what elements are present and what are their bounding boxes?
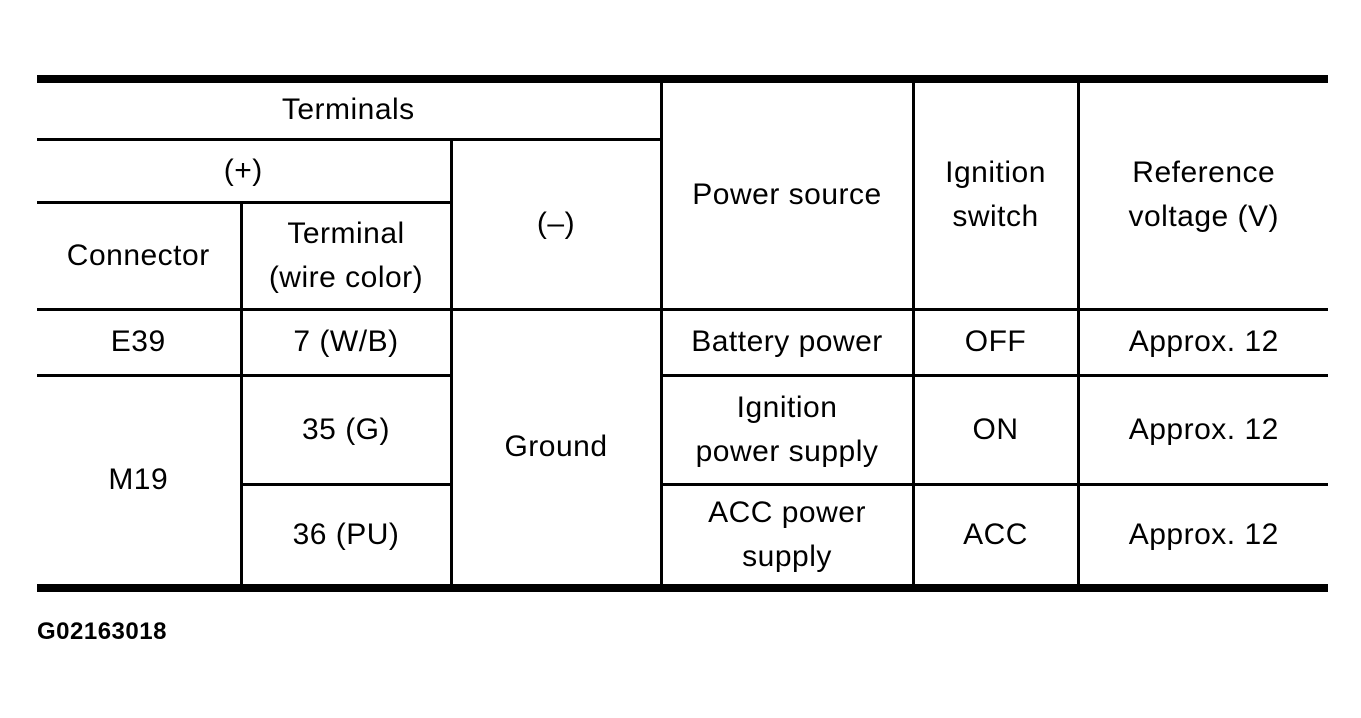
terminal-7-wb-cell: 7 (W/B) — [239, 307, 453, 377]
acc-power-supply-cell: ACC power supply — [659, 482, 915, 590]
voltage-ignition-cell: Approx. 12 — [1076, 373, 1329, 486]
table-row-battery-power: E39 7 (W/B) Ground Battery power OFF App… — [37, 307, 1329, 590]
header-row-terminals: Terminals Power source Ignition switch R… — [37, 77, 1329, 311]
terminals-header-cell: Terminals — [37, 77, 663, 141]
terminal-voltage-table: Terminals Power source Ignition switch R… — [37, 75, 1329, 592]
terminal-35-g-cell: 35 (G) — [239, 373, 453, 486]
ignition-off-cell: OFF — [911, 307, 1080, 377]
reference-voltage-header-cell: Reference voltage (V) — [1076, 77, 1329, 311]
header-row-polarity: (+) (–) — [37, 137, 1328, 311]
ignition-power-supply-cell: Ignition power supply — [659, 373, 915, 486]
battery-power-cell: Battery power — [659, 307, 915, 377]
plus-header-cell: (+) — [37, 137, 453, 204]
ignition-acc-cell: ACC — [911, 482, 1080, 590]
ground-cell: Ground — [449, 307, 663, 590]
terminal-36-pu-cell: 36 (PU) — [239, 482, 453, 590]
ignition-switch-header-cell: Ignition switch — [911, 77, 1080, 311]
connector-e39-cell: E39 — [37, 307, 243, 377]
ignition-on-cell: ON — [911, 373, 1080, 486]
figure-id-label: G02163018 — [37, 618, 167, 645]
voltage-acc-cell: Approx. 12 — [1076, 482, 1329, 590]
connector-m19-cell: M19 — [37, 373, 243, 590]
voltage-battery-cell: Approx. 12 — [1076, 307, 1329, 377]
connector-header-cell: Connector — [37, 200, 243, 311]
minus-header-cell: (–) — [449, 137, 663, 311]
table-row-acc-power: 36 (PU) ACC power supply ACC Approx. 12 — [37, 482, 1329, 590]
power-source-header-cell: Power source — [659, 77, 915, 311]
terminal-wire-color-header-cell: Terminal (wire color) — [239, 200, 453, 311]
table-row-ignition-power: M19 35 (G) Ignition power supply ON Appr… — [37, 373, 1329, 590]
header-row-subhead: Connector Terminal (wire color) — [37, 200, 1328, 311]
